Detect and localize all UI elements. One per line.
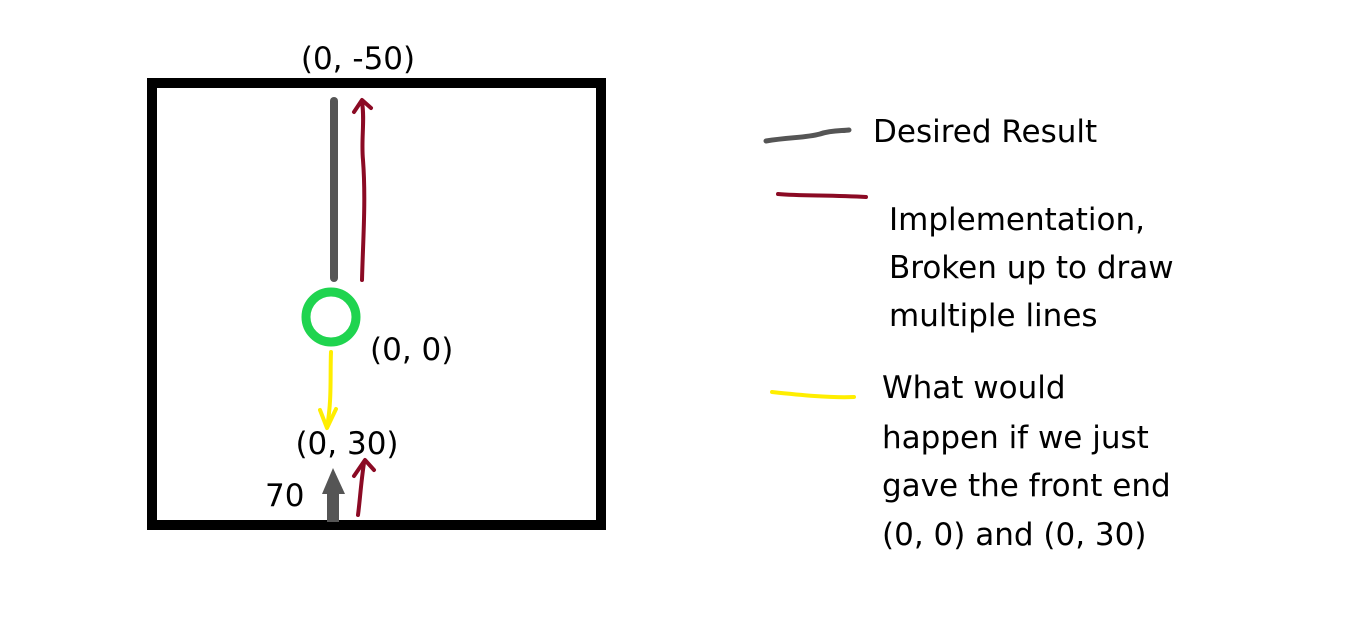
legend-naive-line-1: What would [882, 370, 1066, 406]
implementation-lower-arrow [356, 461, 366, 517]
start-value-label: 70 [265, 478, 304, 514]
legend-naive-line-3: gave the front end [882, 468, 1171, 504]
legend-implementation-line-2: Broken up to draw [889, 250, 1174, 286]
legend-implementation-swatch [776, 192, 868, 199]
field-frame [147, 78, 606, 530]
legend-desired-label: Desired Result [873, 114, 1097, 150]
implementation-upper-arrowhead [352, 98, 373, 114]
origin-circle [301, 287, 361, 347]
implementation-upper-arrow [360, 100, 367, 282]
implementation-lower-arrowhead [352, 458, 376, 478]
legend-naive-swatch [770, 390, 856, 400]
top-point-label: (0, -50) [301, 41, 415, 77]
legend-naive-line-4: (0, 0) and (0, 30) [882, 517, 1146, 553]
start-arrow-head [322, 468, 345, 494]
legend-implementation-line-1: Implementation, [889, 202, 1145, 238]
naive-arrowhead [318, 407, 338, 430]
origin-point-label: (0, 0) [370, 332, 453, 368]
naive-arrow [325, 350, 333, 429]
start-arrow-shaft [327, 492, 339, 522]
legend-naive-line-2: happen if we just [882, 420, 1149, 456]
legend-desired-swatch [763, 127, 852, 144]
legend-implementation-line-3: multiple lines [889, 298, 1098, 334]
mid-point-label: (0, 30) [295, 426, 398, 462]
